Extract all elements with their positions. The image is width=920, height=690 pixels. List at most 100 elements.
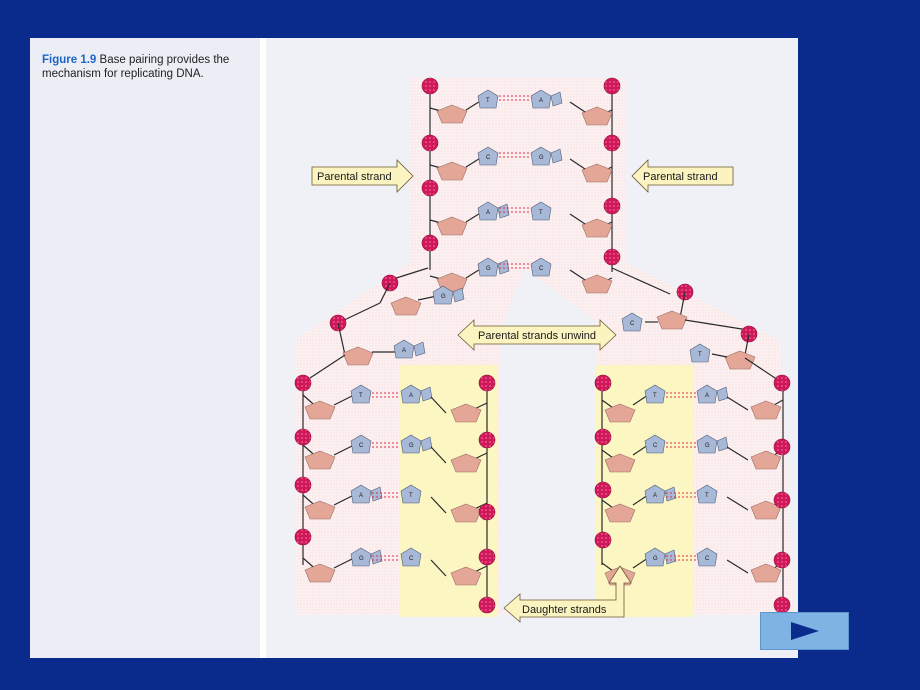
phosphate-group	[594, 481, 612, 499]
nucleotide-base: A	[696, 384, 729, 404]
base-letter: T	[409, 493, 413, 499]
phosphate-group	[421, 234, 439, 252]
play-triangle-icon	[791, 622, 819, 640]
parental-strand-right-label: Parental strand	[643, 171, 718, 183]
base-letter: C	[486, 155, 491, 161]
nucleotide-base: C	[400, 547, 422, 567]
base-letter: C	[653, 443, 658, 449]
parental-strand-left-label: Parental strand	[317, 171, 392, 183]
base-letter: C	[359, 443, 364, 449]
phosphate-group	[773, 596, 791, 614]
base-letter: G	[359, 556, 364, 562]
base-ring	[400, 547, 422, 567]
backbone-segment	[569, 101, 586, 113]
backbone-segment	[333, 557, 355, 569]
phosphate-group	[594, 531, 612, 549]
backbone-segment	[569, 213, 586, 225]
sugar-pentagon	[750, 563, 782, 583]
figure-label: Figure 1.9	[42, 54, 97, 66]
base-ring	[696, 434, 718, 454]
nucleotide-base: C	[644, 434, 666, 454]
phosphate-group	[421, 77, 439, 95]
caption-panel: Figure 1.9 Base pairing provides the mec…	[30, 38, 266, 658]
nucleotide-base: G	[696, 434, 729, 454]
sugar-pentagon	[436, 104, 468, 124]
nucleotide-base: C	[477, 146, 499, 166]
daughter-strands-arrow: Daughter strands	[503, 565, 632, 623]
nucleotide-base: T	[530, 201, 552, 221]
sugar-pentagon	[304, 400, 336, 420]
base-ring	[400, 384, 422, 404]
phosphate-group	[478, 503, 496, 521]
backbone-segment	[632, 557, 649, 569]
base-letter: C	[409, 556, 414, 562]
base-ring	[689, 343, 711, 363]
phosphate-group	[773, 551, 791, 569]
base-ring	[477, 257, 499, 277]
phosphate-group	[478, 374, 496, 392]
sugar-pentagon	[750, 450, 782, 470]
phosphate-group	[478, 431, 496, 449]
figure-text: Base pairing provides the mechanism for …	[42, 54, 230, 80]
sugar-pentagon	[656, 310, 688, 330]
base-ring	[477, 89, 499, 109]
phosphate-group	[294, 528, 312, 546]
base-letter: A	[359, 493, 363, 499]
base-letter: T	[698, 352, 702, 358]
nucleotide-base: T	[689, 343, 711, 363]
base-letter: A	[402, 348, 406, 354]
base-ring	[530, 257, 552, 277]
backbone-segment	[711, 353, 728, 358]
base-ring	[350, 384, 372, 404]
phosphate-group	[603, 77, 621, 95]
sugar-pentagon	[436, 161, 468, 181]
base-letter: A	[486, 210, 490, 216]
sugar-pentagon	[604, 453, 636, 473]
base-ring	[400, 484, 422, 504]
base-ring	[477, 201, 499, 221]
backbone-segment	[430, 396, 447, 414]
base-letter: T	[486, 98, 490, 104]
nucleotide-base: A	[477, 201, 510, 221]
backbone-segment	[632, 394, 649, 406]
base-ring	[530, 89, 552, 109]
backbone-segment	[726, 559, 749, 574]
base-letter: A	[705, 393, 709, 399]
base-letter: T	[539, 210, 543, 216]
nucleotide-base: C	[696, 547, 718, 567]
nucleotide-base: A	[393, 339, 426, 359]
nucleotide-base: G	[432, 285, 465, 305]
parental-strand-right-arrow: Parental strand	[631, 159, 734, 193]
sugar-pentagon	[304, 500, 336, 520]
sugar-pentagon	[390, 296, 422, 316]
phosphate-group	[773, 491, 791, 509]
base-letter: T	[705, 493, 709, 499]
backbone-segment	[679, 291, 686, 319]
unwind-arrow: Parental strands unwind	[457, 319, 617, 351]
sugar-pentagon	[450, 503, 482, 523]
phosphate-group	[603, 248, 621, 266]
base-ring	[550, 148, 563, 164]
backbone-segment	[333, 444, 355, 456]
base-ring	[413, 341, 426, 357]
base-letter: A	[539, 98, 543, 104]
phosphate-group	[294, 374, 312, 392]
nucleotide-base: C	[530, 257, 552, 277]
base-ring	[621, 312, 643, 332]
sugar-pentagon	[724, 350, 756, 370]
sugar-pentagon	[450, 566, 482, 586]
backbone-segment	[309, 354, 346, 379]
phosphate-group	[603, 134, 621, 152]
next-slide-button[interactable]	[760, 612, 849, 650]
backbone-segment	[333, 394, 355, 406]
base-ring	[644, 547, 666, 567]
parental-strand-left-arrow: Parental strand	[311, 159, 414, 193]
phosphate-group	[478, 548, 496, 566]
backbone-segment	[430, 559, 447, 577]
base-letter: T	[359, 393, 363, 399]
phosphate-group	[773, 374, 791, 392]
sugar-pentagon	[750, 400, 782, 420]
base-ring	[452, 287, 465, 303]
